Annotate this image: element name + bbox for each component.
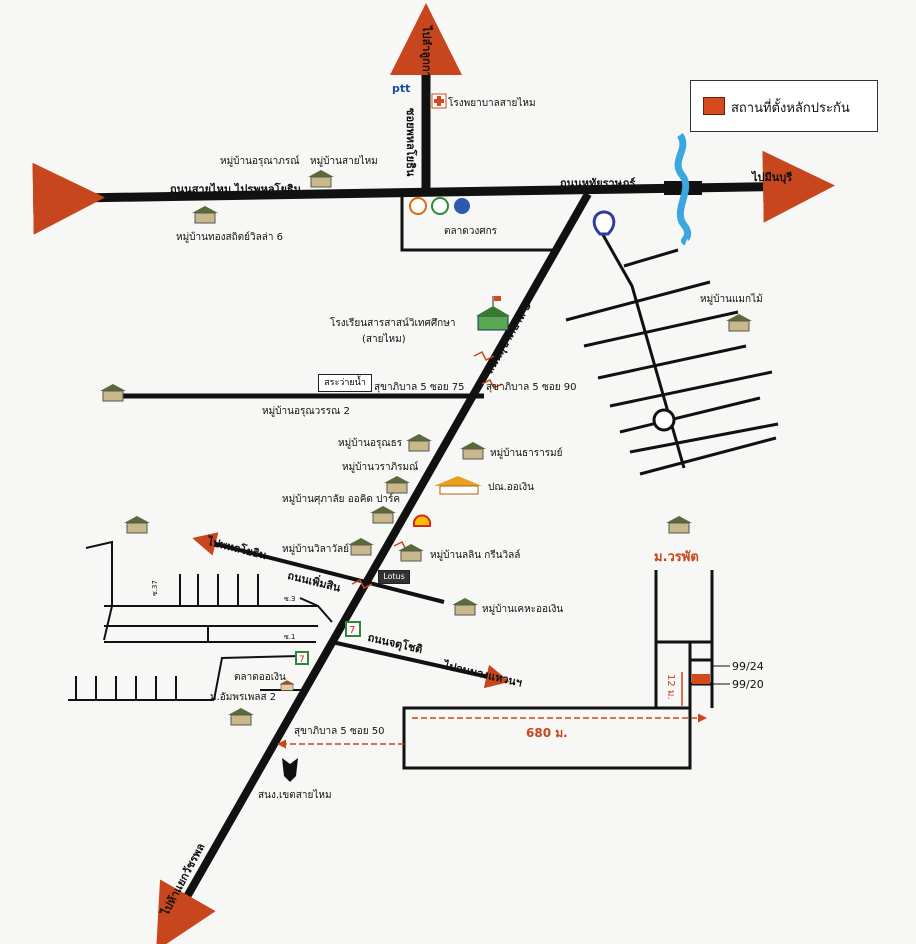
house-icon: [460, 442, 486, 460]
label-aroonthorn: หมู่บ้านอรุณธร: [338, 438, 403, 449]
label-kehaoren: หมู่บ้านเคหะออเงิน: [482, 604, 564, 615]
label-market2: ตลาดออเงิน: [234, 672, 286, 683]
house-icon: [370, 506, 396, 524]
house-icon: [726, 314, 752, 332]
label-saimai-road: ถนนสายไหม ไปรพหลโยธิน: [170, 183, 302, 196]
label-woraphat: ม.วรพัต: [654, 550, 699, 565]
label-addr2: 99/20: [732, 678, 764, 691]
legend-swatch: [703, 97, 725, 115]
label-warapirom: หมู่บ้านวราภิรมณ์: [342, 462, 419, 473]
svg-text:7: 7: [299, 655, 305, 665]
house-icon: [452, 598, 478, 616]
label-lalin: หมู่บ้านลลิน กรีนวิลล์: [430, 550, 521, 561]
label-district: สนง.เขตสายไหม: [258, 790, 332, 801]
label-school-sub: (สายไหม): [362, 334, 406, 345]
label-market: ตลาดวงศกร: [444, 226, 498, 237]
house-icon: [666, 516, 692, 534]
label-north-road: ซอยพหลโยธิน: [404, 108, 417, 177]
label-addr1: 99/24: [732, 660, 764, 673]
label-soi3: ซ.3: [284, 595, 296, 603]
roundabout: [652, 408, 676, 432]
market-icon: [279, 680, 295, 691]
label-distance: 680 ม.: [526, 726, 568, 740]
house-icon: [124, 516, 150, 534]
label-school: โรงเรียนสารสาสน์วิเทศศึกษา: [330, 318, 456, 329]
label-soi1: ซ.1: [284, 633, 296, 641]
pond-sign: สระว่ายน้ำ: [318, 374, 372, 392]
house-icon: [384, 476, 410, 494]
label-soi50: สุขาภิบาล 5 ซอย 50: [294, 726, 385, 737]
seven-eleven-icon: 7: [345, 621, 361, 637]
label-supalai: หมู่บ้านศุภาลัย ออคิด ปาร์ค: [282, 494, 401, 505]
post-office-icon: [434, 476, 482, 495]
east-grid: [565, 248, 779, 476]
label-saimai-village: หมู่บ้านสายไหม: [310, 156, 378, 167]
house-icon: [398, 544, 424, 562]
property-marker: [692, 674, 710, 684]
scb-icon: [592, 210, 616, 236]
label-soi90: สุขาภิบาล 5 ซอย 90: [486, 382, 577, 393]
label-hathai: ถนนหทัยราษฎร์: [560, 177, 636, 190]
label-north: ไปลำลูกกา: [420, 26, 433, 78]
house-icon: [228, 708, 254, 726]
river: [674, 133, 692, 246]
house-icon: [100, 384, 126, 402]
seven-eleven-icon-2: 7: [295, 651, 309, 665]
property-area: [402, 706, 692, 770]
label-amornpol: ม.อัมพรเพลส 2: [210, 692, 277, 703]
shell-icon: [412, 514, 432, 527]
label-post: ปณ.ออเงิน: [488, 482, 534, 493]
label-tararom: หมู่บ้านธารารมย์: [490, 448, 563, 459]
label-maekmai: หมู่บ้านแมกไม้: [700, 294, 763, 305]
label-aroonwan: หมู่บ้านอรุณวรรณ 2: [262, 406, 350, 417]
house-icon: [348, 538, 374, 556]
ptt-logo: ptt: [392, 82, 411, 95]
legend-label: สถานที่ตั้งหลักประกัน: [731, 101, 850, 116]
house-icon: [406, 434, 432, 452]
label-thongsathit: หมู่บ้านทองสถิตย์วิลล่า 6: [176, 232, 284, 243]
west-soi-grid: [68, 540, 333, 701]
school-icon: [476, 296, 510, 331]
district-office-icon: [282, 758, 298, 782]
legend: สถานที่ตั้งหลักประกัน: [690, 80, 878, 132]
house-icon: [192, 206, 218, 224]
label-villawalai: หมู่บ้านวิลาวัลย์: [282, 544, 349, 555]
market-loop: [400, 196, 560, 252]
label-aroonaporn: หมู่บ้านอรุณาภรณ์: [220, 156, 300, 167]
label-soi75: สุขาภิบาล 5 ซอย 75: [374, 382, 465, 393]
bank-icon-blue: [454, 198, 470, 214]
label-soi37: ซ.37: [151, 580, 159, 596]
road-jattuchot: [331, 640, 510, 689]
east-spine: [596, 225, 686, 469]
lotus-sign: Lotus: [378, 570, 410, 584]
bank-icon-green: [431, 197, 449, 215]
road-sukhapiban5: [156, 192, 592, 944]
bank-icon-orange: [409, 197, 427, 215]
label-east: ไปมีนบุรี: [752, 171, 793, 184]
svg-text:7: 7: [349, 625, 355, 636]
label-width: 12 ม.: [665, 674, 676, 700]
house-icon: [308, 170, 334, 188]
hospital-icon: [431, 93, 447, 109]
label-hospital: โรงพยาบาลสายไหม: [448, 98, 536, 109]
road-phermsin: [192, 532, 445, 604]
